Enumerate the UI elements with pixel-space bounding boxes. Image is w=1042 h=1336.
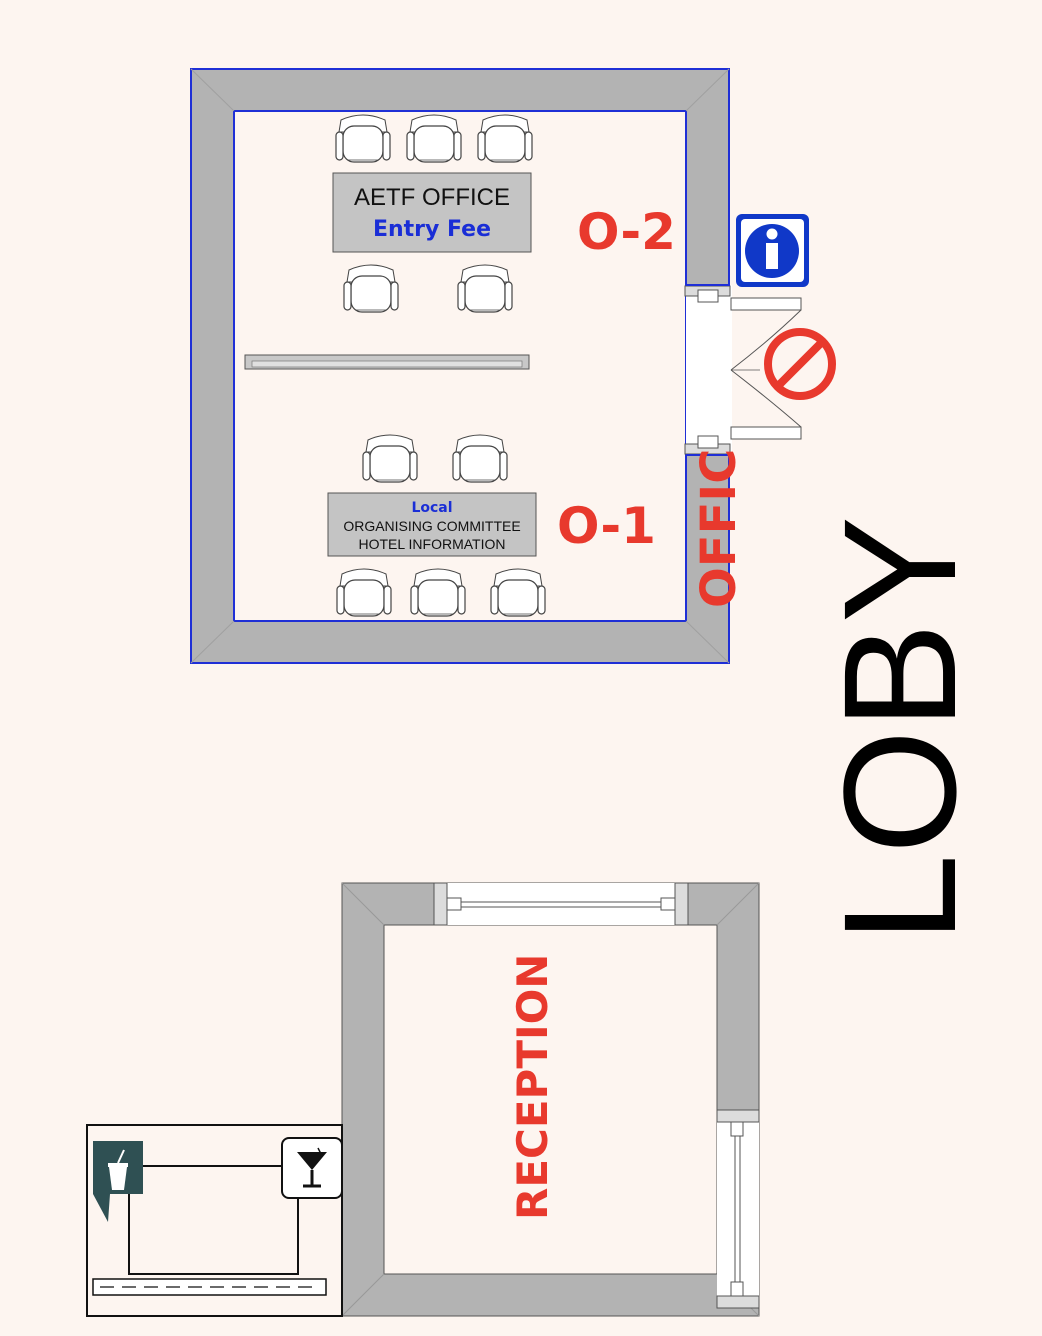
office-double-door <box>730 297 802 440</box>
no-entry-icon <box>764 328 836 400</box>
bar-counter <box>92 1278 327 1296</box>
station-label-o1: O-1 <box>557 497 656 555</box>
chair <box>406 114 462 163</box>
chair <box>335 114 391 163</box>
office-vertical-label: OFFIC <box>691 449 747 608</box>
reception-room: RECEPTION <box>341 882 760 1317</box>
chair <box>457 264 513 313</box>
aetf-desk-subtitle: Entry Fee <box>373 217 491 242</box>
chair <box>477 114 533 163</box>
chair <box>362 434 418 483</box>
station-label-o2: O-2 <box>577 203 676 261</box>
chair <box>343 264 399 313</box>
reception-right-window <box>716 1109 760 1309</box>
local-desk <box>327 492 537 557</box>
local-desk-line2: HOTEL INFORMATION <box>359 536 506 552</box>
office-door-opening <box>686 285 732 455</box>
info-icon <box>736 214 809 287</box>
aetf-desk-title: AETF OFFICE <box>354 184 510 211</box>
office-room: AETF OFFICE Entry Fee Local ORGANISING C… <box>190 68 802 664</box>
lobby-label: LOBY <box>810 516 989 943</box>
aetf-desk <box>332 172 532 253</box>
local-desk-title: Local <box>411 500 452 516</box>
reception-label: RECEPTION <box>508 954 557 1220</box>
chair <box>452 434 508 483</box>
chair <box>410 568 466 617</box>
chair <box>490 568 546 617</box>
local-desk-line1: ORGANISING COMMITTEE <box>343 518 520 534</box>
drink-cup-icon <box>93 1141 143 1222</box>
cocktail-glass-icon <box>281 1137 343 1199</box>
reception-top-window <box>433 882 689 926</box>
chair <box>336 568 392 617</box>
bar-area <box>86 1124 343 1317</box>
